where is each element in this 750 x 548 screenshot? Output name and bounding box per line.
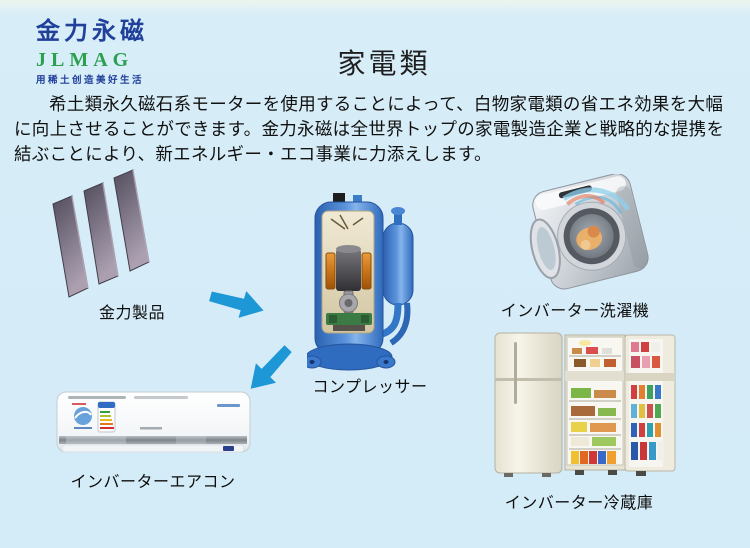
- washing-machine-image: [529, 174, 649, 290]
- caption-washer: インバーター洗濯機: [500, 303, 650, 320]
- compressor-image: [307, 193, 414, 371]
- page-title: 家電類: [337, 48, 431, 79]
- arrow-right-icon: [208, 290, 264, 318]
- logo-chinese-name: 金力永磁: [36, 18, 148, 45]
- logo-latin-name: JLMAG: [36, 49, 134, 71]
- refrigerator-image: [494, 332, 676, 477]
- caption-aircon: インバーターエアコン: [70, 474, 236, 491]
- company-logo: 金力永磁 JLMAG 用稀土创造美好生活: [36, 20, 148, 86]
- magnet-strips-image: [52, 169, 150, 298]
- caption-compressor: コンプレッサー: [312, 379, 428, 396]
- arrow-down-left-icon: [250, 345, 292, 389]
- caption-magnets: 金力製品: [98, 305, 165, 322]
- caption-fridge: インバーター冷蔵庫: [504, 495, 654, 512]
- intro-paragraph: 希土類永久磁石系モーターを使用することによって、白物家電類の省エネ効果を大幅に向…: [14, 94, 725, 165]
- air-conditioner-image: [56, 391, 251, 453]
- logo-slogan: 用稀土创造美好生活: [36, 75, 145, 86]
